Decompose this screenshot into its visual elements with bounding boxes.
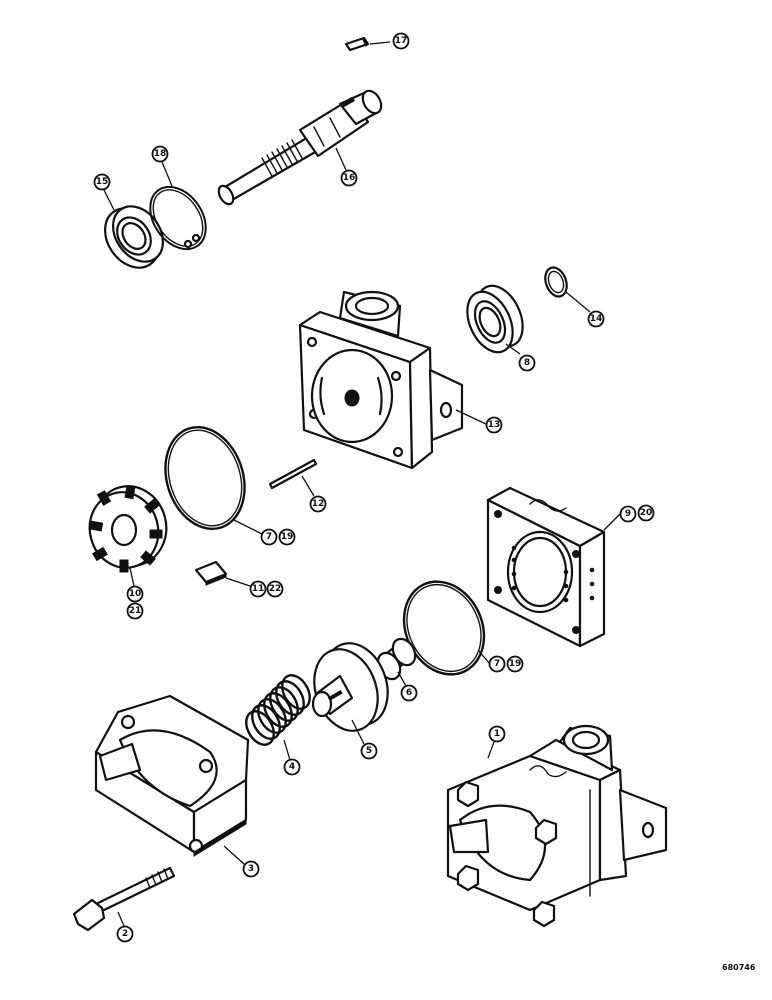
- callout-20: 20: [637, 504, 655, 522]
- callout-10: 10: [126, 585, 144, 603]
- callout-3: 3: [242, 860, 260, 878]
- callout-20-text: 20: [640, 508, 653, 518]
- callout-17-text: 17: [395, 36, 408, 46]
- callout-7-lower: 7: [488, 655, 506, 673]
- callout-19-lower-text: 19: [509, 659, 522, 669]
- callout-19-upper-text: 19: [281, 532, 294, 542]
- callout-5-text: 5: [366, 746, 372, 756]
- seal-ring-part: [544, 266, 568, 298]
- callout-8-text: 8: [524, 358, 530, 368]
- callout-16: 16: [340, 169, 358, 187]
- callout-17: 17: [392, 32, 410, 50]
- leader-lines: [103, 41, 621, 927]
- key-part: [344, 36, 370, 52]
- rotor-part: [88, 484, 168, 573]
- callout-18: 18: [151, 145, 169, 163]
- pin-part: [268, 458, 318, 490]
- o-ring-lower-part: [402, 580, 486, 676]
- bearing-part-right: [466, 284, 524, 354]
- callout-12: 12: [309, 495, 327, 513]
- callout-8: 8: [518, 354, 536, 372]
- pressure-plate-part: [311, 642, 389, 732]
- shaft-part: [217, 89, 383, 206]
- callout-16-text: 16: [343, 173, 356, 183]
- callout-9: 9: [619, 505, 637, 523]
- callout-12-text: 12: [312, 499, 325, 509]
- callout-19-lower: 19: [506, 655, 524, 673]
- callout-21: 21: [126, 602, 144, 620]
- callout-22: 22: [266, 580, 284, 598]
- callout-7-upper: 7: [260, 528, 278, 546]
- callout-14: 14: [587, 310, 605, 328]
- callout-13-text: 13: [488, 420, 501, 430]
- callout-18-text: 18: [154, 149, 167, 159]
- callout-1-text: 1: [494, 729, 500, 739]
- vane-part: [194, 560, 228, 586]
- callout-6-text: 6: [406, 688, 412, 698]
- callout-3-text: 3: [248, 864, 254, 874]
- callout-6: 6: [400, 684, 418, 702]
- o-ring-upper-part: [164, 425, 246, 531]
- bearing-part-left: [104, 205, 165, 269]
- bolt-part: [72, 866, 176, 932]
- spring-part: [245, 674, 311, 746]
- callout-5: 5: [360, 742, 378, 760]
- callout-15-text: 15: [96, 177, 109, 187]
- callout-2-text: 2: [122, 929, 128, 939]
- callout-13: 13: [485, 416, 503, 434]
- callout-22-text: 22: [269, 584, 282, 594]
- cover-part: [94, 694, 250, 857]
- cam-ring-part: [486, 486, 606, 648]
- callout-1: 1: [488, 725, 506, 743]
- callout-9-text: 9: [625, 509, 631, 519]
- callout-7-upper-text: 7: [266, 532, 272, 542]
- callout-4-text: 4: [289, 762, 295, 772]
- plate-number: 680746: [722, 963, 756, 972]
- callout-19-upper: 19: [278, 528, 296, 546]
- callout-14-text: 14: [590, 314, 603, 324]
- snap-ring-part: [149, 185, 207, 251]
- callout-21-text: 21: [129, 606, 142, 616]
- callout-7-lower-text: 7: [494, 659, 500, 669]
- callout-15: 15: [93, 173, 111, 191]
- callout-11-text: 11: [252, 584, 265, 594]
- callout-4: 4: [283, 758, 301, 776]
- callout-11: 11: [249, 580, 267, 598]
- pump-body-part: [298, 290, 464, 470]
- callout-10-text: 10: [129, 589, 142, 599]
- callout-2: 2: [116, 925, 134, 943]
- pump-assembly-part: [446, 724, 668, 928]
